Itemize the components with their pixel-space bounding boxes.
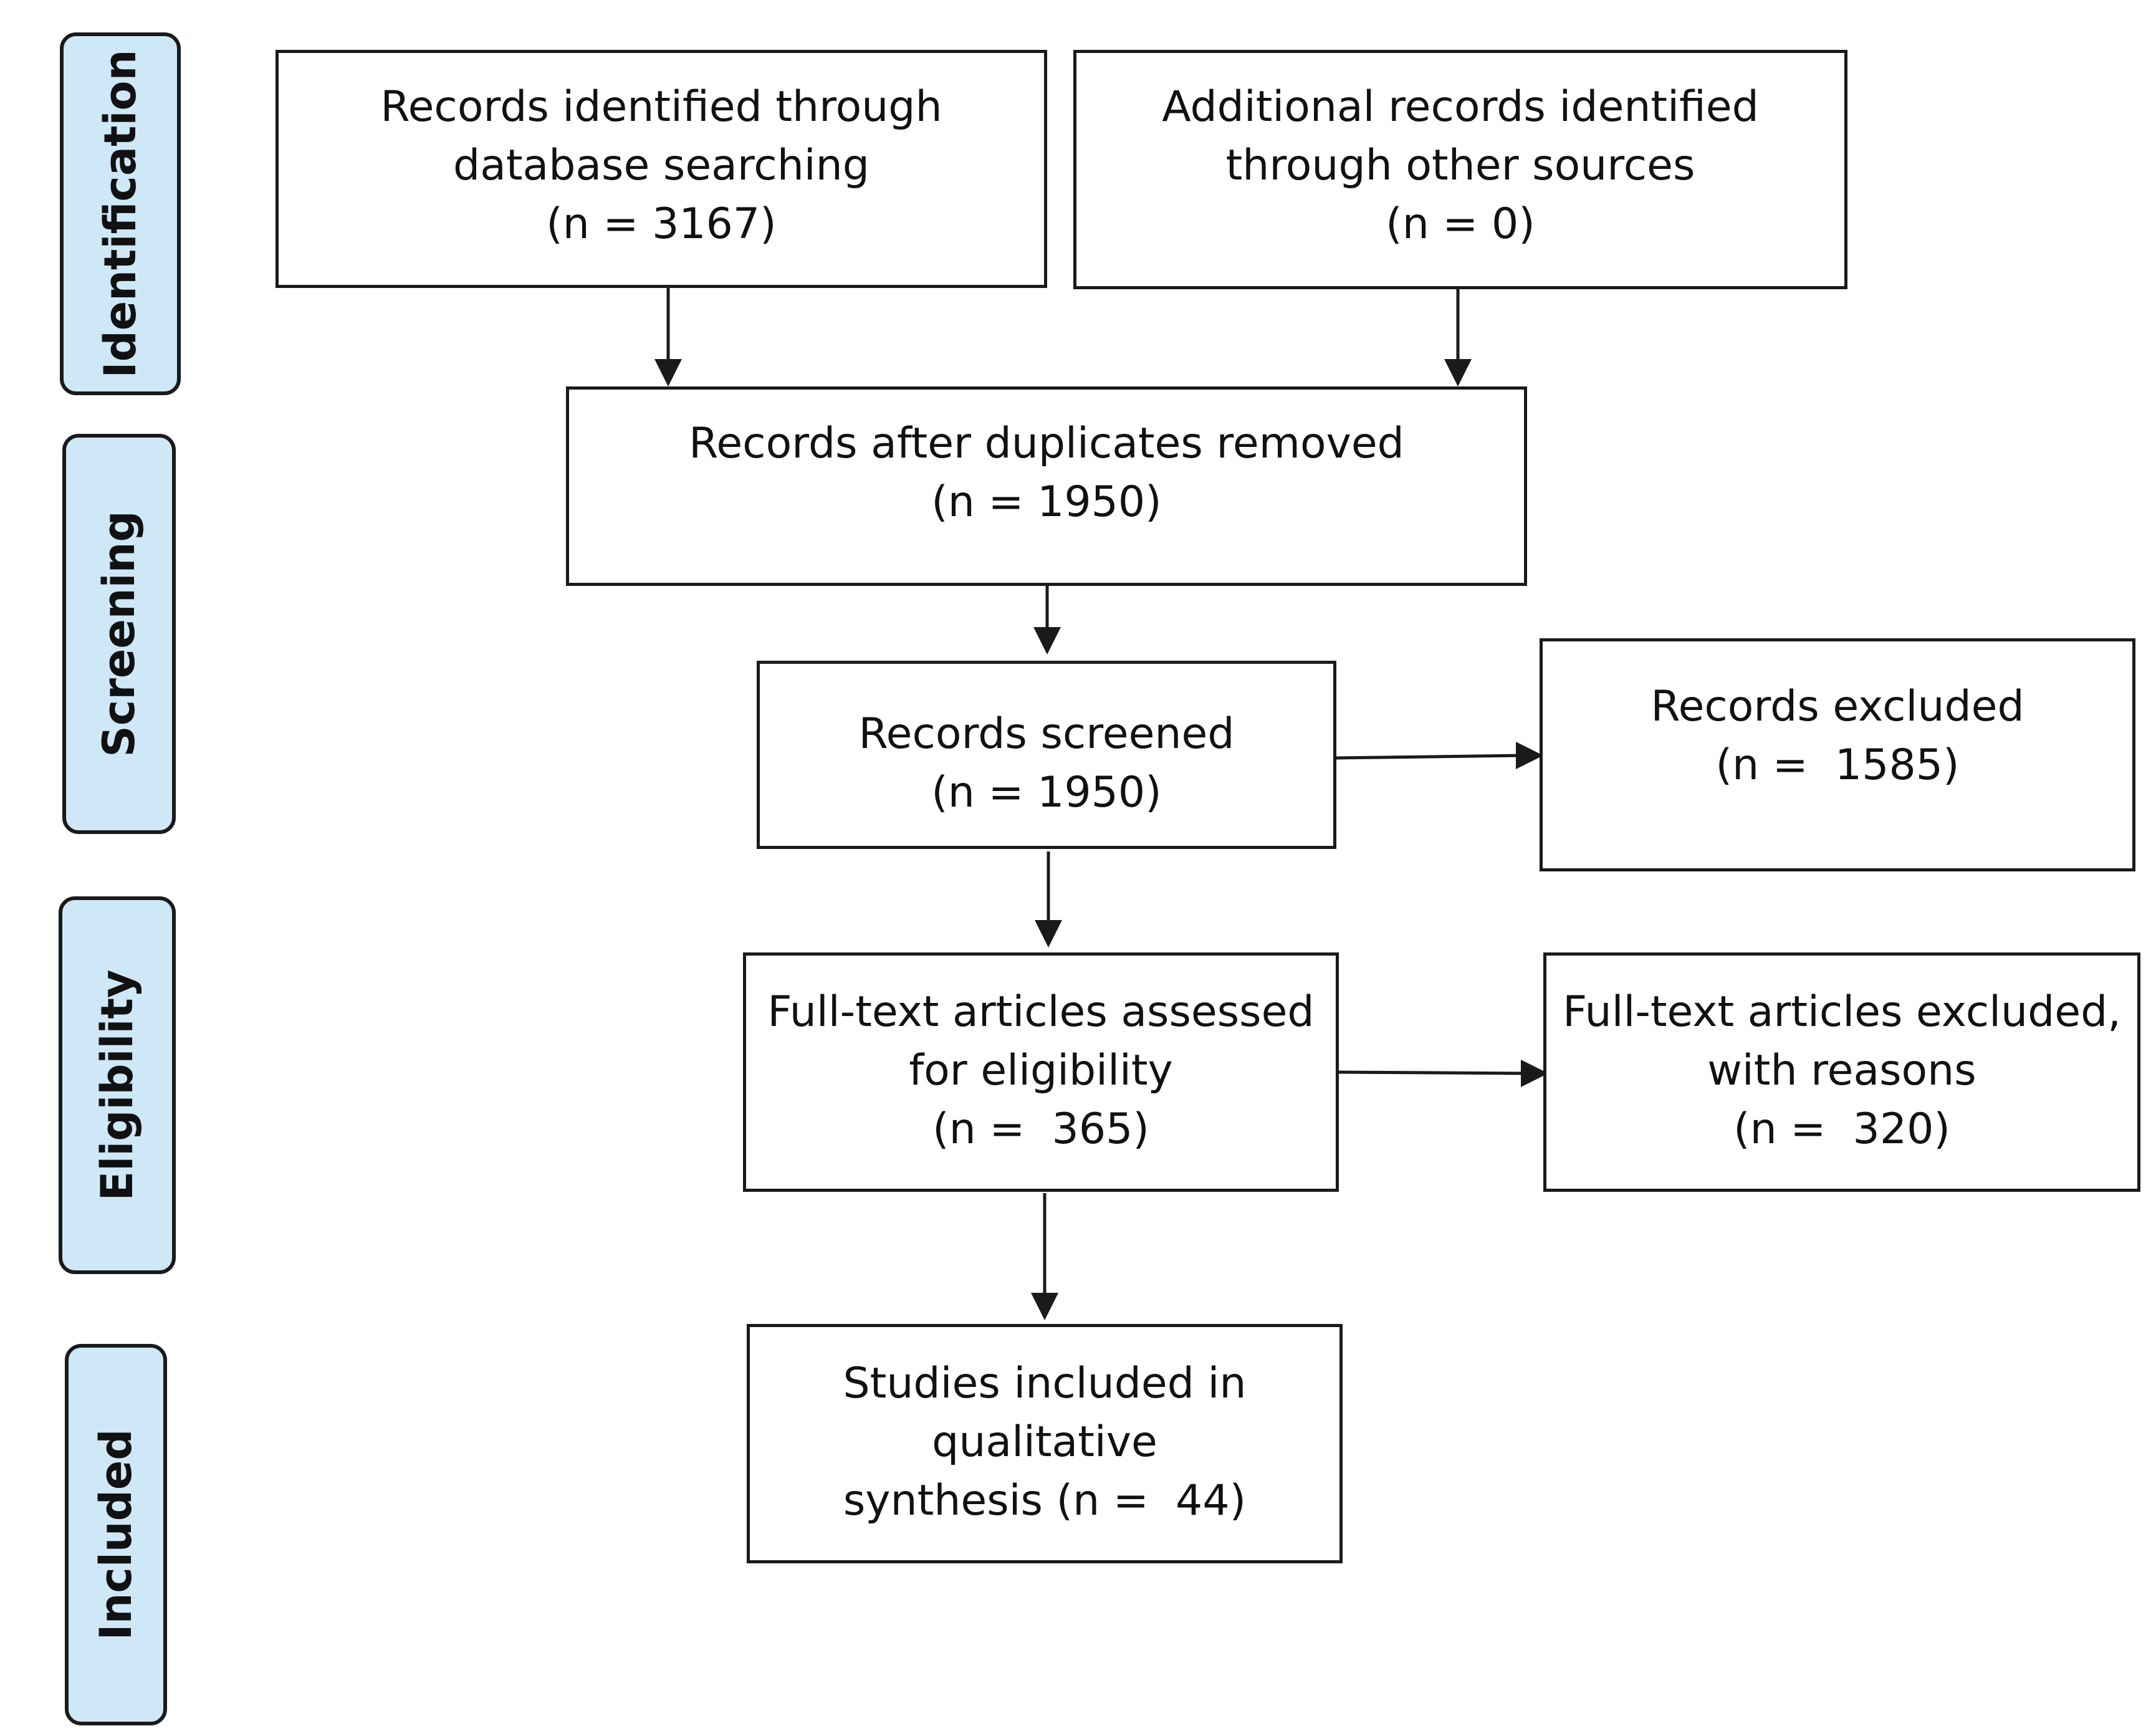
fulltext-excluded-line-3: (n = 320) [1733,1105,1950,1154]
fulltext-assessed-line-1: Full-text articles assessed [767,987,1315,1037]
records-screened-line-2: (n = 1950) [931,768,1162,817]
box-records-screened: Records screened (n = 1950) [757,661,1336,849]
studies-included-line-2: qualitative [932,1417,1157,1467]
arrowhead-fulltext-excluded [1521,1060,1548,1087]
arrowhead-fulltext [1035,920,1062,947]
arrowhead-database [654,359,682,386]
arrowhead-excluded [1516,742,1543,769]
other-sources-line-1: Additional records identified [1162,82,1759,132]
stage-included: Included [65,1344,167,1725]
arrow-screened-to-excluded [1336,754,1521,760]
studies-included-line-1: Studies included in [843,1359,1247,1408]
box-database-search: Records identified through database sear… [275,50,1047,288]
database-search-line-1: Records identified through [380,82,942,132]
box-duplicates-removed: Records after duplicates removed (n = 19… [566,386,1527,586]
arrowhead-included [1031,1293,1058,1320]
box-other-sources: Additional records identified through ot… [1073,50,1847,289]
studies-included-line-3: synthesis (n = 44) [843,1476,1247,1525]
box-fulltext-excluded: Full-text articles excluded, with reason… [1543,952,2140,1192]
stage-screening: Screening [62,434,176,834]
stage-identification: Identification [60,32,181,395]
duplicates-removed-line-2: (n = 1950) [931,477,1162,527]
fulltext-excluded-line-1: Full-text articles excluded, [1563,987,2121,1037]
stage-eligibility: Eligibility [59,896,176,1274]
arrowhead-duplicates [1033,627,1061,655]
fulltext-excluded-line-2: with reasons [1707,1046,1976,1095]
fulltext-assessed-line-3: (n = 365) [932,1105,1149,1154]
arrow-fulltext-to-fulltext-excluded [1338,1070,1526,1075]
arrowhead-other [1444,359,1472,386]
records-screened-line-1: Records screened [858,709,1235,759]
records-excluded-line-1: Records excluded [1651,682,2024,731]
duplicates-removed-line-1: Records after duplicates removed [689,419,1404,468]
database-search-line-2: database searching [453,141,870,190]
other-sources-line-3: (n = 0) [1386,199,1535,249]
box-fulltext-assessed: Full-text articles assessed for eligibil… [743,952,1339,1192]
box-studies-included: Studies included in qualitative synthesi… [747,1324,1343,1563]
other-sources-line-2: through other sources [1225,141,1695,190]
fulltext-assessed-line-2: for eligibility [909,1046,1173,1095]
records-excluded-line-2: (n = 1585) [1715,741,1960,790]
box-records-excluded: Records excluded (n = 1585) [1540,638,2135,871]
database-search-line-3: (n = 3167) [546,199,777,249]
